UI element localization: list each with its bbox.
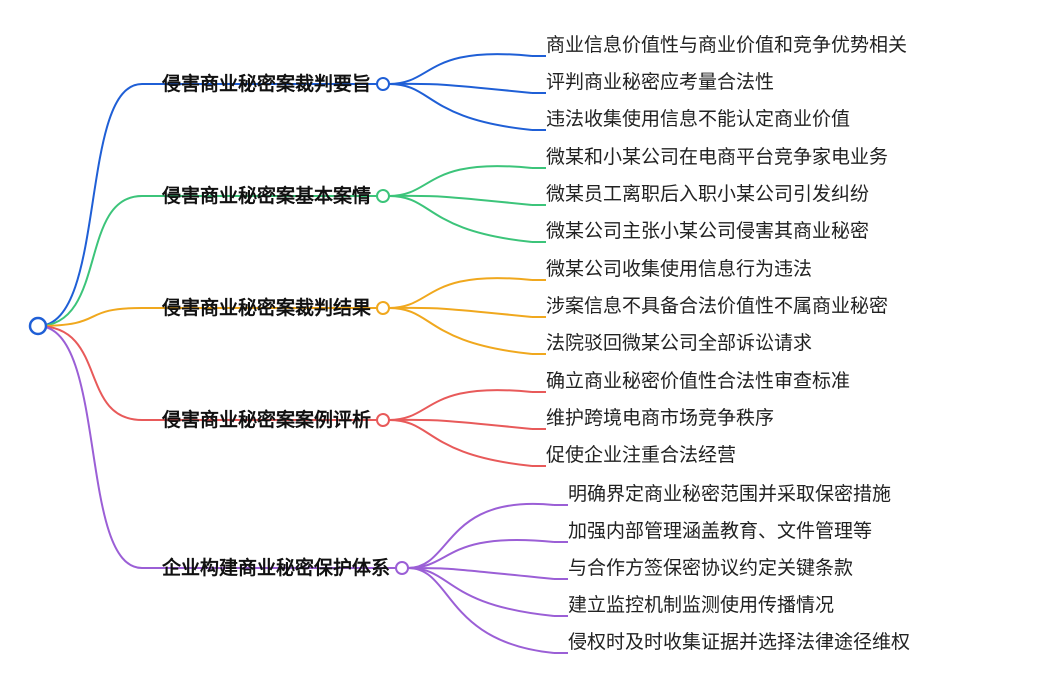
branch-1-link-1	[389, 53, 533, 85]
root-link-1	[37, 83, 384, 327]
leaf-label-2-2: 微某员工离职后入职小某公司引发纠纷	[546, 183, 869, 205]
mindmap-root-node	[28, 316, 48, 336]
branch-2-link-2	[389, 194, 533, 206]
leaf-label-5-5: 侵权时及时收集证据并选择法律途径维权	[568, 631, 910, 653]
branch-node-1	[376, 77, 391, 91]
branch-2-link-1	[389, 165, 533, 197]
root-link-4	[37, 325, 384, 421]
leaf-label-3-2: 涉案信息不具备合法价值性不属商业秘密	[546, 295, 888, 317]
branch-label-2: 侵害商业秘密案基本案情	[161, 184, 371, 207]
branch-4-link-1	[389, 389, 533, 421]
branch-3-link-2	[389, 306, 533, 318]
leaf-label-4-3: 促使企业注重合法经营	[546, 444, 736, 466]
leaf-label-3-1: 微某公司收集使用信息行为违法	[546, 258, 812, 280]
leaf-label-3-3: 法院驳回微某公司全部诉讼请求	[546, 332, 812, 354]
branch-5-link-5	[408, 567, 555, 654]
leaf-label-5-2: 加强内部管理涵盖教育、文件管理等	[568, 520, 872, 542]
branch-5-link-3	[408, 567, 555, 580]
branch-1-link-2	[389, 82, 533, 94]
leaf-label-5-3: 与合作方签保密协议约定关键条款	[568, 557, 853, 579]
root-link-2	[37, 195, 384, 327]
branch-node-4	[376, 413, 391, 427]
branch-5-link-2	[408, 538, 555, 569]
root-link-5	[37, 325, 403, 569]
branch-5-link-1	[408, 502, 555, 569]
branch-node-2	[376, 189, 391, 203]
branch-node-5	[395, 561, 410, 575]
mindmap-links	[37, 53, 568, 654]
branch-label-4: 侵害商业秘密案案例评析	[161, 408, 371, 431]
leaf-label-4-2: 维护跨境电商市场竞争秩序	[546, 407, 774, 429]
branch-3-link-3	[389, 307, 533, 355]
branch-label-5: 企业构建商业秘密保护体系	[161, 556, 390, 579]
leaf-label-2-1: 微某和小某公司在电商平台竞争家电业务	[546, 146, 888, 168]
branch-1-link-3	[389, 83, 533, 131]
branch-2-link-3	[389, 195, 533, 243]
leaf-label-5-4: 建立监控机制监测使用传播情况	[568, 594, 834, 616]
leaf-label-4-1: 确立商业秘密价值性合法性审查标准	[546, 370, 850, 392]
leaf-label-2-3: 微某公司主张小某公司侵害其商业秘密	[546, 220, 869, 242]
branch-4-link-2	[389, 418, 533, 430]
branch-label-3: 侵害商业秘密案裁判结果	[161, 296, 371, 319]
leaf-label-1-3: 违法收集使用信息不能认定商业价值	[546, 108, 850, 130]
branch-5-link-4	[408, 567, 555, 617]
mindmap-nodes: 侵害商业秘密案裁判要旨 商业信息价值性与商业价值和竞争优势相关评判商业秘密应考量合…	[28, 34, 910, 653]
leaf-label-1-2: 评判商业秘密应考量合法性	[546, 71, 774, 93]
leaf-label-5-1: 明确界定商业秘密范围并采取保密措施	[568, 483, 891, 505]
root-link-3	[37, 307, 384, 327]
branch-4-link-3	[389, 419, 533, 467]
leaf-label-1-1: 商业信息价值性与商业价值和竞争优势相关	[546, 34, 907, 56]
branch-3-link-1	[389, 277, 533, 309]
branch-label-1: 侵害商业秘密案裁判要旨	[161, 72, 371, 95]
branch-node-3	[376, 301, 391, 315]
